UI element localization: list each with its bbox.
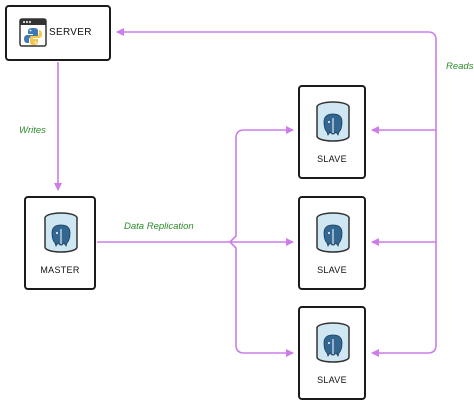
master-node: MASTER xyxy=(24,196,96,290)
slave-node: SLAVE xyxy=(298,196,366,290)
postgresql-database-icon xyxy=(315,101,351,143)
reads-label: Reads xyxy=(446,61,474,72)
reads-to-server xyxy=(116,28,437,242)
replication-branch-bottom xyxy=(229,241,294,357)
replication-label: Data Replication xyxy=(124,221,194,232)
slave-label: SLAVE xyxy=(317,375,347,385)
server-label: SERVER xyxy=(49,27,92,38)
slave-label: SLAVE xyxy=(317,154,347,164)
postgresql-database-icon xyxy=(315,212,351,254)
master-label: MASTER xyxy=(40,265,80,275)
reads-arrow-bottom xyxy=(371,242,437,357)
slave-node: SLAVE xyxy=(298,85,366,179)
writes-label: Writes xyxy=(19,125,46,136)
slave-node: SLAVE xyxy=(298,306,366,400)
python-app-window-icon xyxy=(19,18,47,48)
replication-branch-top xyxy=(229,126,294,243)
server-node: SERVER xyxy=(5,5,111,61)
slave-label: SLAVE xyxy=(317,265,347,275)
postgresql-database-icon xyxy=(315,322,351,364)
postgresql-database-icon xyxy=(43,212,79,254)
